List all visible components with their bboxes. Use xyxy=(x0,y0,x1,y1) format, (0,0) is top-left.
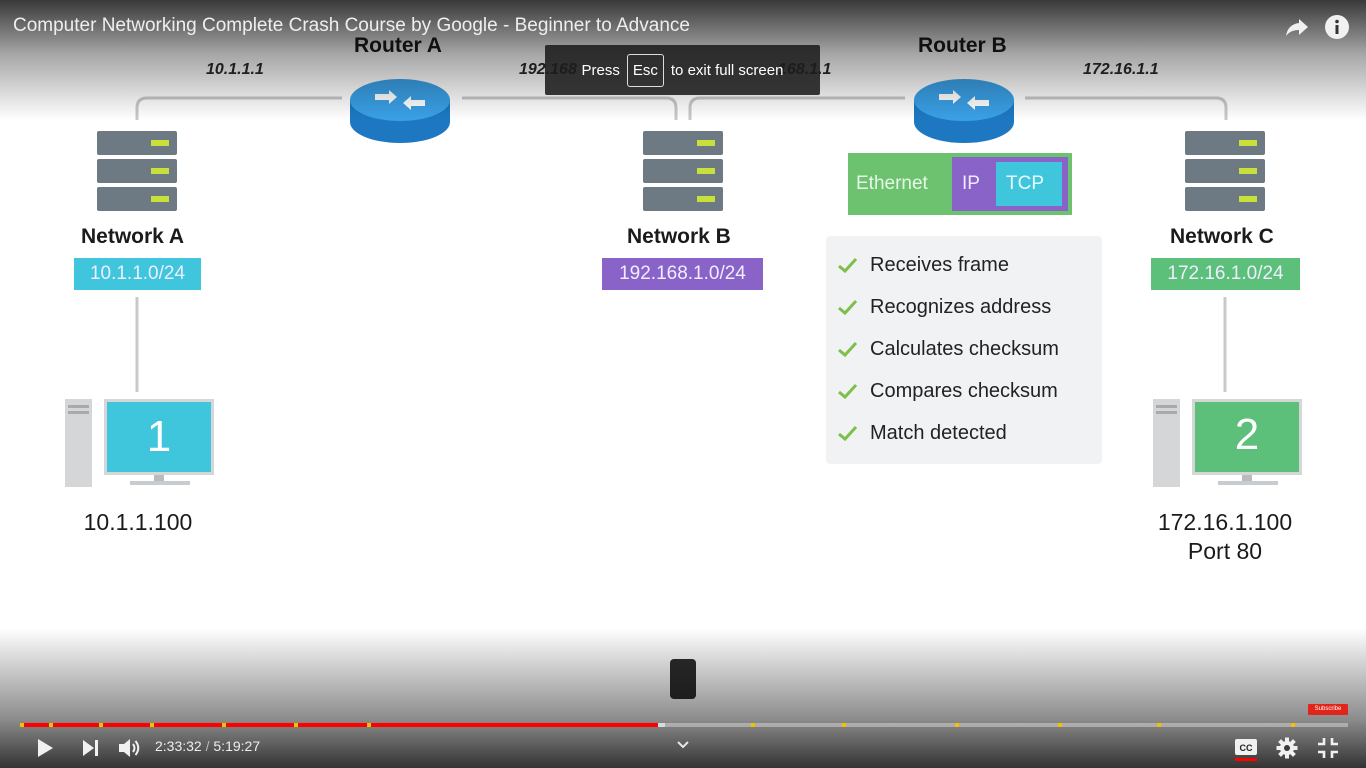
chapter-marker[interactable] xyxy=(842,723,846,727)
host-2-number: 2 xyxy=(1234,410,1260,459)
chapter-marker[interactable] xyxy=(49,723,53,727)
packet-layer-ethernet: Ethernet xyxy=(856,173,928,194)
monitor-base xyxy=(1218,481,1278,485)
computer-tower-icon xyxy=(1153,399,1180,487)
network-a-subnet: 10.1.1.0/24 xyxy=(74,258,201,290)
current-time: 2:33:32 xyxy=(155,738,202,754)
host-1-ip: 10.1.1.100 xyxy=(83,509,193,535)
monitor-stand xyxy=(154,475,164,481)
router-a-icon xyxy=(350,79,450,143)
video-title[interactable]: Computer Networking Complete Crash Cours… xyxy=(13,15,690,36)
check-icon xyxy=(838,383,858,400)
server-b-icon xyxy=(643,131,723,211)
esc-key-badge: Esc xyxy=(626,53,664,87)
link-ip-label: 172.16.1.1 xyxy=(1083,61,1159,78)
network-c-subnet: 172.16.1.0/24 xyxy=(1151,258,1300,290)
checklist-item: Match detected xyxy=(836,418,1007,448)
host-2-screen xyxy=(1192,399,1302,475)
server-c-icon xyxy=(1185,131,1265,211)
router-a-label: Router A xyxy=(354,34,442,57)
network-c-label: Network C xyxy=(1170,225,1274,248)
host-1-screen xyxy=(104,399,214,475)
monitor-stand xyxy=(1242,475,1252,481)
time-display: 2:33:32 / 5:19:27 xyxy=(155,738,260,754)
monitor-base xyxy=(130,481,190,485)
chevron-down-icon[interactable] xyxy=(676,740,690,750)
packet-layer-ip: IP xyxy=(962,173,980,194)
chapter-marker[interactable] xyxy=(955,723,959,727)
checklist-panel: Receives frame Recognizes address Calcul… xyxy=(826,236,1102,464)
progress-bar[interactable] xyxy=(20,723,1348,727)
chapter-marker[interactable] xyxy=(294,723,298,727)
next-icon[interactable] xyxy=(80,737,102,759)
subscribe-watermark[interactable]: Subscribe xyxy=(1308,704,1348,715)
time-separator: / xyxy=(205,738,210,754)
host-2-ip: 172.16.1.100 xyxy=(1157,509,1293,535)
packet-frame: Ethernet IP TCP xyxy=(848,153,1072,215)
check-icon xyxy=(838,299,858,316)
toast-suffix: to exit full screen xyxy=(670,61,784,79)
fullscreen-exit-toast: Press Esc to exit full screen xyxy=(545,45,820,95)
checklist-item: Calculates checksum xyxy=(836,334,1059,364)
host-1-computer: 1 xyxy=(64,397,214,489)
host-2-port: Port 80 xyxy=(1187,538,1263,564)
scroll-indicator[interactable] xyxy=(670,659,696,699)
chapter-marker[interactable] xyxy=(751,723,755,727)
network-b-subnet: 192.168.1.0/24 xyxy=(602,258,763,290)
exit-fullscreen-icon[interactable] xyxy=(1317,737,1339,759)
chapter-marker[interactable] xyxy=(367,723,371,727)
router-b-label: Router B xyxy=(918,34,1007,57)
checklist-item-label: Recognizes address xyxy=(870,295,1052,318)
duration: 5:19:27 xyxy=(213,738,261,754)
computer-tower-icon xyxy=(65,399,92,487)
link-ip-label: 10.1.1.1 xyxy=(206,61,264,78)
packet-layer-tcp-box: TCP xyxy=(996,162,1062,206)
cc-button[interactable]: CC xyxy=(1235,738,1257,762)
checklist-item-label: Compares checksum xyxy=(870,379,1058,402)
chapter-marker[interactable] xyxy=(222,723,226,727)
checklist-item-label: Calculates checksum xyxy=(870,337,1059,360)
router-b-icon xyxy=(914,79,1014,143)
share-icon[interactable] xyxy=(1284,14,1310,40)
checklist-item: Recognizes address xyxy=(836,292,1051,322)
packet-layer-ip-box: IP TCP xyxy=(952,157,1068,211)
toast-prefix: Press xyxy=(581,61,620,79)
server-a-icon xyxy=(97,131,177,211)
chapter-marker[interactable] xyxy=(150,723,154,727)
checklist-item: Compares checksum xyxy=(836,376,1058,406)
progress-played xyxy=(20,723,658,727)
gear-icon[interactable] xyxy=(1276,737,1298,759)
chapter-marker[interactable] xyxy=(20,723,24,727)
cc-icon: CC xyxy=(1235,739,1257,755)
play-icon[interactable] xyxy=(33,736,57,760)
host-2-computer: 2 xyxy=(1152,397,1302,489)
host-1-number: 1 xyxy=(146,412,172,461)
chapter-marker[interactable] xyxy=(1291,723,1295,727)
chapter-marker[interactable] xyxy=(99,723,103,727)
network-b-label: Network B xyxy=(627,225,731,248)
checklist-item: Receives frame xyxy=(836,250,1009,280)
network-a-label: Network A xyxy=(81,225,185,248)
packet-layer-tcp: TCP xyxy=(1006,173,1044,194)
check-icon xyxy=(838,425,858,442)
chapter-marker[interactable] xyxy=(1157,723,1161,727)
info-icon[interactable] xyxy=(1324,14,1350,40)
volume-icon[interactable] xyxy=(117,736,143,760)
check-icon xyxy=(838,341,858,358)
chapter-marker[interactable] xyxy=(1058,723,1062,727)
cc-active-underline xyxy=(1235,758,1257,761)
svg-text:CC: CC xyxy=(1240,743,1253,753)
check-icon xyxy=(838,257,858,274)
checklist-item-label: Receives frame xyxy=(870,253,1009,276)
checklist-item-label: Match detected xyxy=(870,421,1007,444)
